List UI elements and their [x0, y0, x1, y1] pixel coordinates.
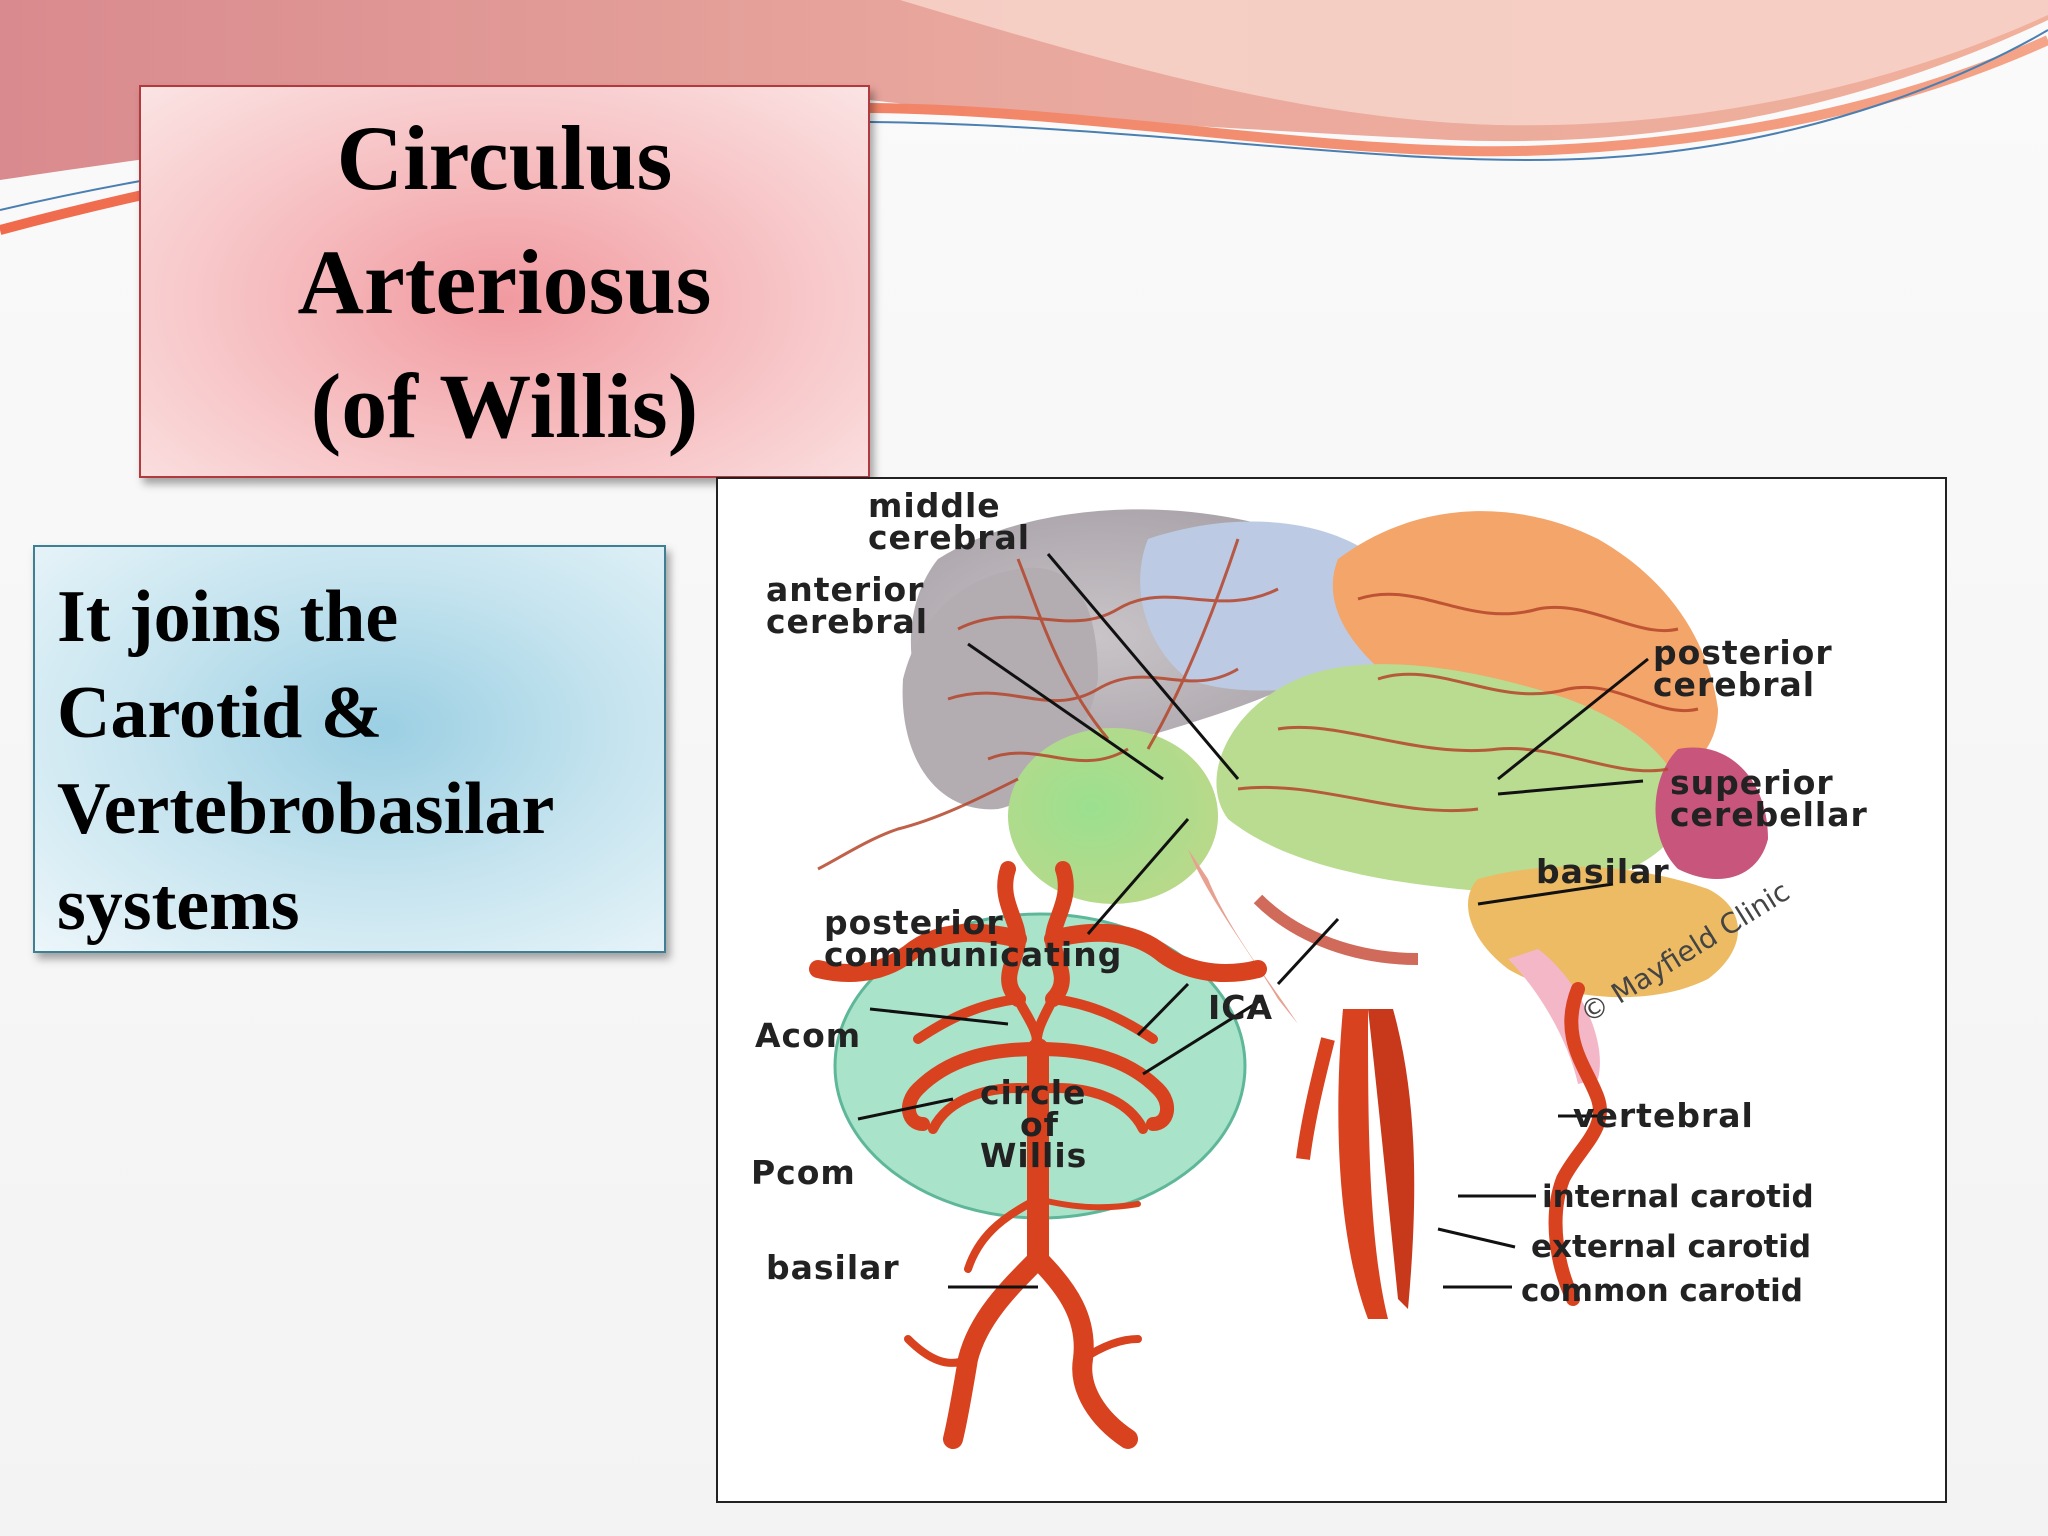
info-box: It joins the Carotid & Vertebrobasilar s… — [33, 545, 666, 953]
label-basilar-bottom: basilar — [766, 1248, 900, 1287]
label-posterior-communicating-1: posterior — [824, 903, 1004, 942]
label-vertebral: vertebral — [1573, 1096, 1754, 1135]
circle-of-willis-inset — [809, 861, 1267, 1449]
leader-lines — [857, 553, 1649, 1289]
label-posterior-cerebral-1: posterior — [1653, 633, 1833, 672]
label-basilar-side: basilar — [1536, 852, 1670, 891]
label-circle-2: of — [1020, 1105, 1059, 1144]
info-text: It joins the Carotid & Vertebrobasilar s… — [57, 576, 555, 946]
anatomy-illustration: middle cerebral anterior cerebral poster… — [751, 486, 1868, 1449]
label-ica: ICA — [1208, 988, 1273, 1027]
label-external-carotid: external carotid — [1531, 1229, 1811, 1265]
label-common-carotid: common carotid — [1521, 1273, 1803, 1309]
label-internal-carotid: internal carotid — [1542, 1179, 1814, 1215]
label-superior-cerebellar-1: superior — [1670, 763, 1834, 802]
brain-illustration — [817, 509, 1768, 1084]
label-middle-cerebral-2: cerebral — [868, 518, 1030, 557]
label-acom: Acom — [755, 1016, 861, 1055]
circle-of-willis-figure: middle cerebral anterior cerebral poster… — [716, 477, 1947, 1503]
label-anterior-cerebral-1: anterior — [766, 570, 924, 609]
label-circle-3: Willis — [980, 1136, 1087, 1175]
label-middle-cerebral-1: middle — [868, 486, 1001, 525]
label-posterior-cerebral-2: cerebral — [1653, 665, 1815, 704]
title-box: Circulus Arteriosus (of Willis) — [139, 85, 870, 478]
label-circle-1: circle — [980, 1073, 1086, 1112]
label-pcom: Pcom — [751, 1153, 856, 1192]
neck-arteries — [1296, 982, 1607, 1319]
label-superior-cerebellar-2: cerebellar — [1670, 795, 1868, 834]
header-swoosh-decoration — [0, 0, 2048, 235]
label-posterior-communicating-2: communicating — [824, 935, 1122, 974]
label-anterior-cerebral-2: cerebral — [766, 602, 928, 641]
slide-title: Circulus Arteriosus (of Willis) — [297, 106, 712, 457]
